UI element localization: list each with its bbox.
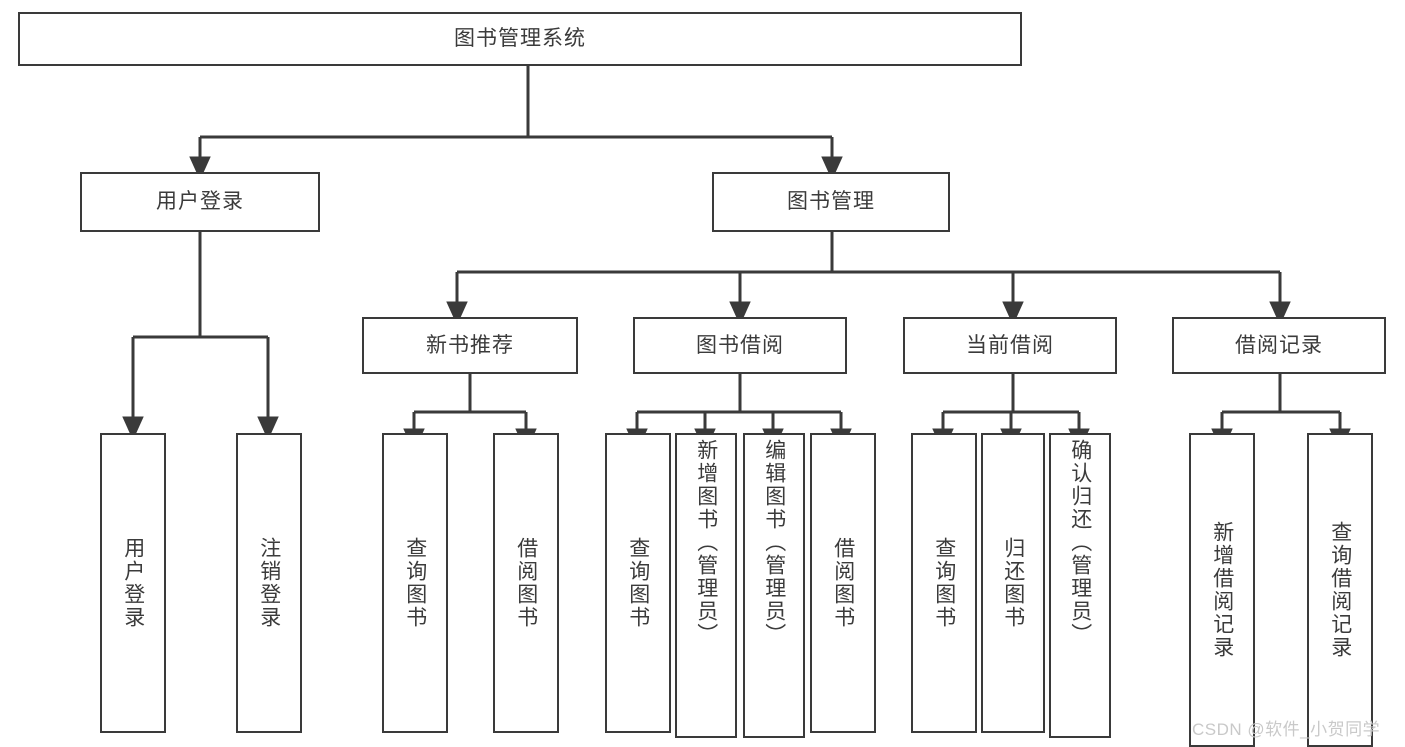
node-new-book-recommend[interactable]: 新书推荐 bbox=[362, 317, 578, 374]
node-book-borrow[interactable]: 图书借阅 bbox=[633, 317, 847, 374]
node-current-borrow[interactable]: 当前借阅 bbox=[903, 317, 1117, 374]
leaf-query-book-recommend[interactable]: 查询图书 bbox=[382, 433, 448, 733]
leaf-query-book-borrow[interactable]: 查询图书 bbox=[605, 433, 671, 733]
node-root[interactable]: 图书管理系统 bbox=[18, 12, 1022, 66]
leaf-add-book[interactable]: 新增图书（管理员） bbox=[675, 433, 737, 738]
leaf-edit-book[interactable]: 编辑图书（管理员） bbox=[743, 433, 805, 738]
node-user-login[interactable]: 用户登录 bbox=[80, 172, 320, 232]
leaf-borrow-book-recommend[interactable]: 借阅图书 bbox=[493, 433, 559, 733]
node-book-borrow-label: 图书借阅 bbox=[696, 333, 784, 357]
node-borrow-record-label: 借阅记录 bbox=[1235, 333, 1323, 357]
node-current-borrow-label: 当前借阅 bbox=[966, 333, 1054, 357]
leaf-add-borrow-record-label: 新增借阅记录 bbox=[1210, 521, 1234, 659]
leaf-add-book-label: 新增图书（管理员） bbox=[694, 439, 718, 646]
node-new-book-recommend-label: 新书推荐 bbox=[426, 333, 514, 357]
leaf-borrow-book-borrow-label: 借阅图书 bbox=[831, 537, 855, 629]
leaf-user-login[interactable]: 用户登录 bbox=[100, 433, 166, 733]
node-root-label: 图书管理系统 bbox=[454, 27, 586, 51]
leaf-add-borrow-record[interactable]: 新增借阅记录 bbox=[1189, 433, 1255, 747]
leaf-logout-label: 注销登录 bbox=[257, 537, 281, 629]
leaf-edit-book-label: 编辑图书（管理员） bbox=[762, 439, 786, 646]
leaf-confirm-return[interactable]: 确认归还（管理员） bbox=[1049, 433, 1111, 738]
leaf-return-book-label: 归还图书 bbox=[1001, 537, 1025, 629]
leaf-borrow-book-recommend-label: 借阅图书 bbox=[514, 537, 538, 629]
leaf-borrow-book-borrow[interactable]: 借阅图书 bbox=[810, 433, 876, 733]
node-borrow-record[interactable]: 借阅记录 bbox=[1172, 317, 1386, 374]
leaf-query-borrow-record-label: 查询借阅记录 bbox=[1328, 521, 1352, 659]
leaf-return-book[interactable]: 归还图书 bbox=[981, 433, 1045, 733]
leaf-query-book-recommend-label: 查询图书 bbox=[403, 537, 427, 629]
node-book-manage-label: 图书管理 bbox=[787, 190, 875, 214]
leaf-logout[interactable]: 注销登录 bbox=[236, 433, 302, 733]
node-book-manage[interactable]: 图书管理 bbox=[712, 172, 950, 232]
leaf-query-borrow-record[interactable]: 查询借阅记录 bbox=[1307, 433, 1373, 747]
leaf-query-book-current[interactable]: 查询图书 bbox=[911, 433, 977, 733]
leaf-user-login-label: 用户登录 bbox=[121, 537, 145, 629]
node-user-login-label: 用户登录 bbox=[156, 190, 244, 214]
leaf-query-book-borrow-label: 查询图书 bbox=[626, 537, 650, 629]
leaf-confirm-return-label: 确认归还（管理员） bbox=[1068, 439, 1092, 646]
leaf-query-book-current-label: 查询图书 bbox=[932, 537, 956, 629]
